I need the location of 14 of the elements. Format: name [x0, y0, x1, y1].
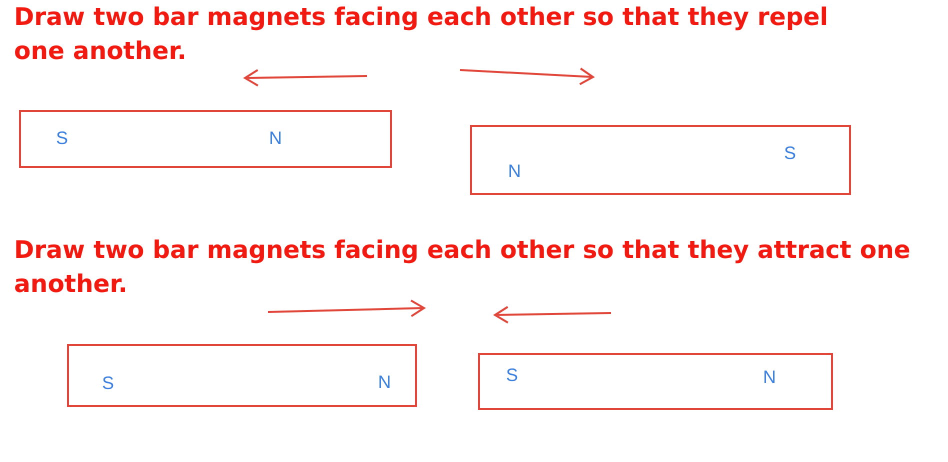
question-text: Draw two bar magnets facing each other so that they repel one another.: [14, 1, 830, 67]
pole-label: S: [506, 365, 518, 385]
bar-magnet: [19, 110, 392, 168]
pole-label: N: [378, 372, 391, 392]
pole-label: N: [763, 367, 776, 387]
bar-magnet: [478, 353, 833, 410]
question-text: Draw two bar magnets facing each other so that they attract one another.: [14, 234, 912, 300]
pole-label: S: [784, 143, 796, 163]
pole-label: S: [56, 128, 68, 148]
pole-label: N: [508, 161, 521, 181]
bar-magnet: [470, 125, 851, 195]
pole-label: N: [269, 128, 282, 148]
pole-label: S: [102, 373, 114, 393]
bar-magnet: [67, 344, 417, 407]
